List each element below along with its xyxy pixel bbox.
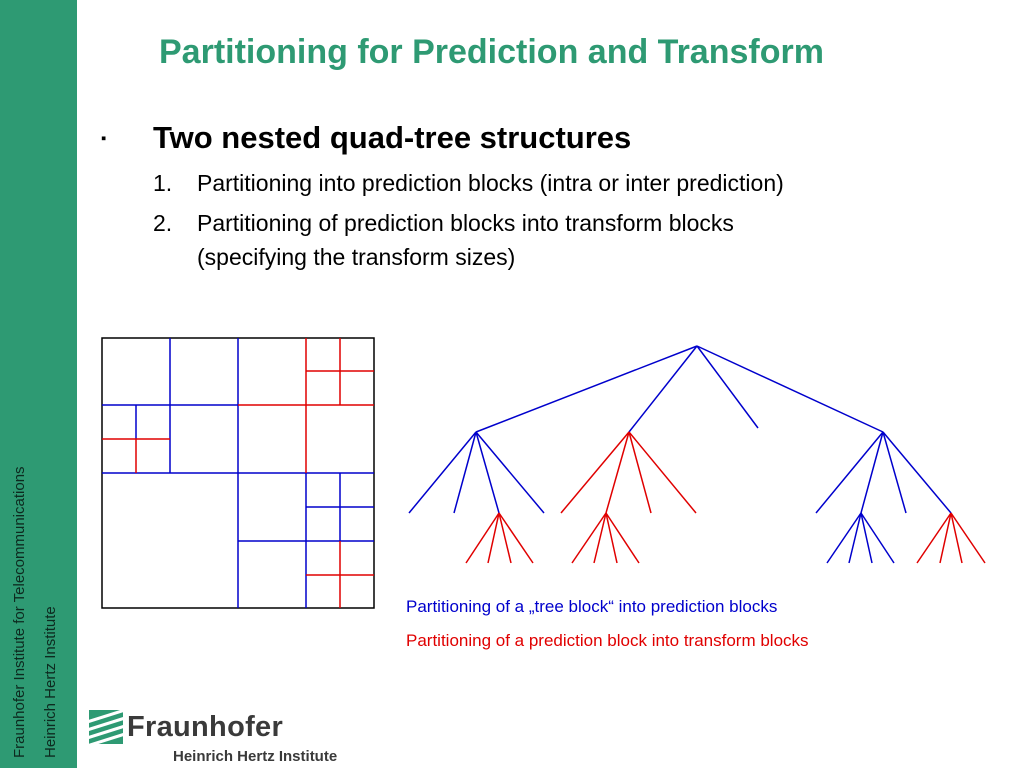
list-item-2-line-2: (specifying the transform sizes): [197, 244, 516, 270]
tree-edge: [950, 512, 986, 564]
tree-edge: [498, 512, 534, 564]
tree-edge: [571, 512, 607, 564]
tree-edge: [826, 512, 862, 564]
tree-edge: [950, 512, 963, 564]
tree-edge: [475, 345, 698, 433]
sidebar-band: Fraunhofer Institute for Telecommunicati…: [0, 0, 77, 768]
tree-edge: [860, 431, 884, 514]
prediction-block-lines: [102, 338, 374, 608]
tree-edge: [815, 431, 884, 514]
tree-edge: [916, 512, 952, 564]
list-number-1: 1.: [153, 170, 173, 196]
list-item-2-line-1: Partitioning of prediction blocks into t…: [197, 210, 734, 236]
tree-edge: [848, 512, 862, 564]
fraunhofer-stripes-icon: [89, 710, 123, 744]
legend-transform-blocks: Partitioning of a prediction block into …: [406, 631, 809, 650]
tree-edge: [475, 431, 545, 514]
tree-edge: [882, 431, 952, 514]
tree-edge: [475, 431, 500, 514]
legend-prediction-blocks: Partitioning of a „tree block“ into pred…: [406, 597, 778, 616]
tree-edge: [939, 512, 952, 564]
fraunhofer-logo: Fraunhofer Heinrich Hertz Institute: [89, 708, 349, 766]
tree-edge: [593, 512, 607, 564]
tree-red-edges: [465, 431, 986, 564]
tree-edge: [628, 345, 698, 433]
tree-blue-edges: [408, 345, 952, 564]
transform-block-lines: [102, 338, 374, 608]
list-number-2: 2.: [153, 210, 173, 236]
tree-edge: [860, 512, 895, 564]
tree-edge: [605, 431, 630, 514]
tree-edge: [860, 512, 873, 564]
slide-title: Partitioning for Prediction and Transfor…: [159, 33, 824, 71]
tree-edge: [696, 345, 759, 429]
tree-edge: [465, 512, 500, 564]
logo-subtitle: Heinrich Hertz Institute: [173, 748, 338, 765]
bullet-heading: Two nested quad-tree structures: [153, 120, 632, 155]
tree-edge: [628, 431, 697, 514]
tree-edge: [498, 512, 512, 564]
logo-wordmark: Fraunhofer: [127, 711, 284, 743]
tree-edge: [605, 512, 618, 564]
tree-edge: [408, 431, 477, 514]
quadtree-graph: [408, 345, 986, 564]
tree-edge: [628, 431, 652, 514]
tree-edge: [453, 431, 477, 514]
bullet-square-icon: ▪: [101, 130, 107, 147]
list-item-1: Partitioning into prediction blocks (int…: [197, 170, 784, 196]
tree-edge: [487, 512, 500, 564]
tree-edge: [696, 345, 884, 433]
tree-edge: [605, 512, 640, 564]
tree-edge: [882, 431, 907, 514]
tree-edge: [560, 431, 630, 514]
block-partition-diagram: [101, 337, 375, 609]
